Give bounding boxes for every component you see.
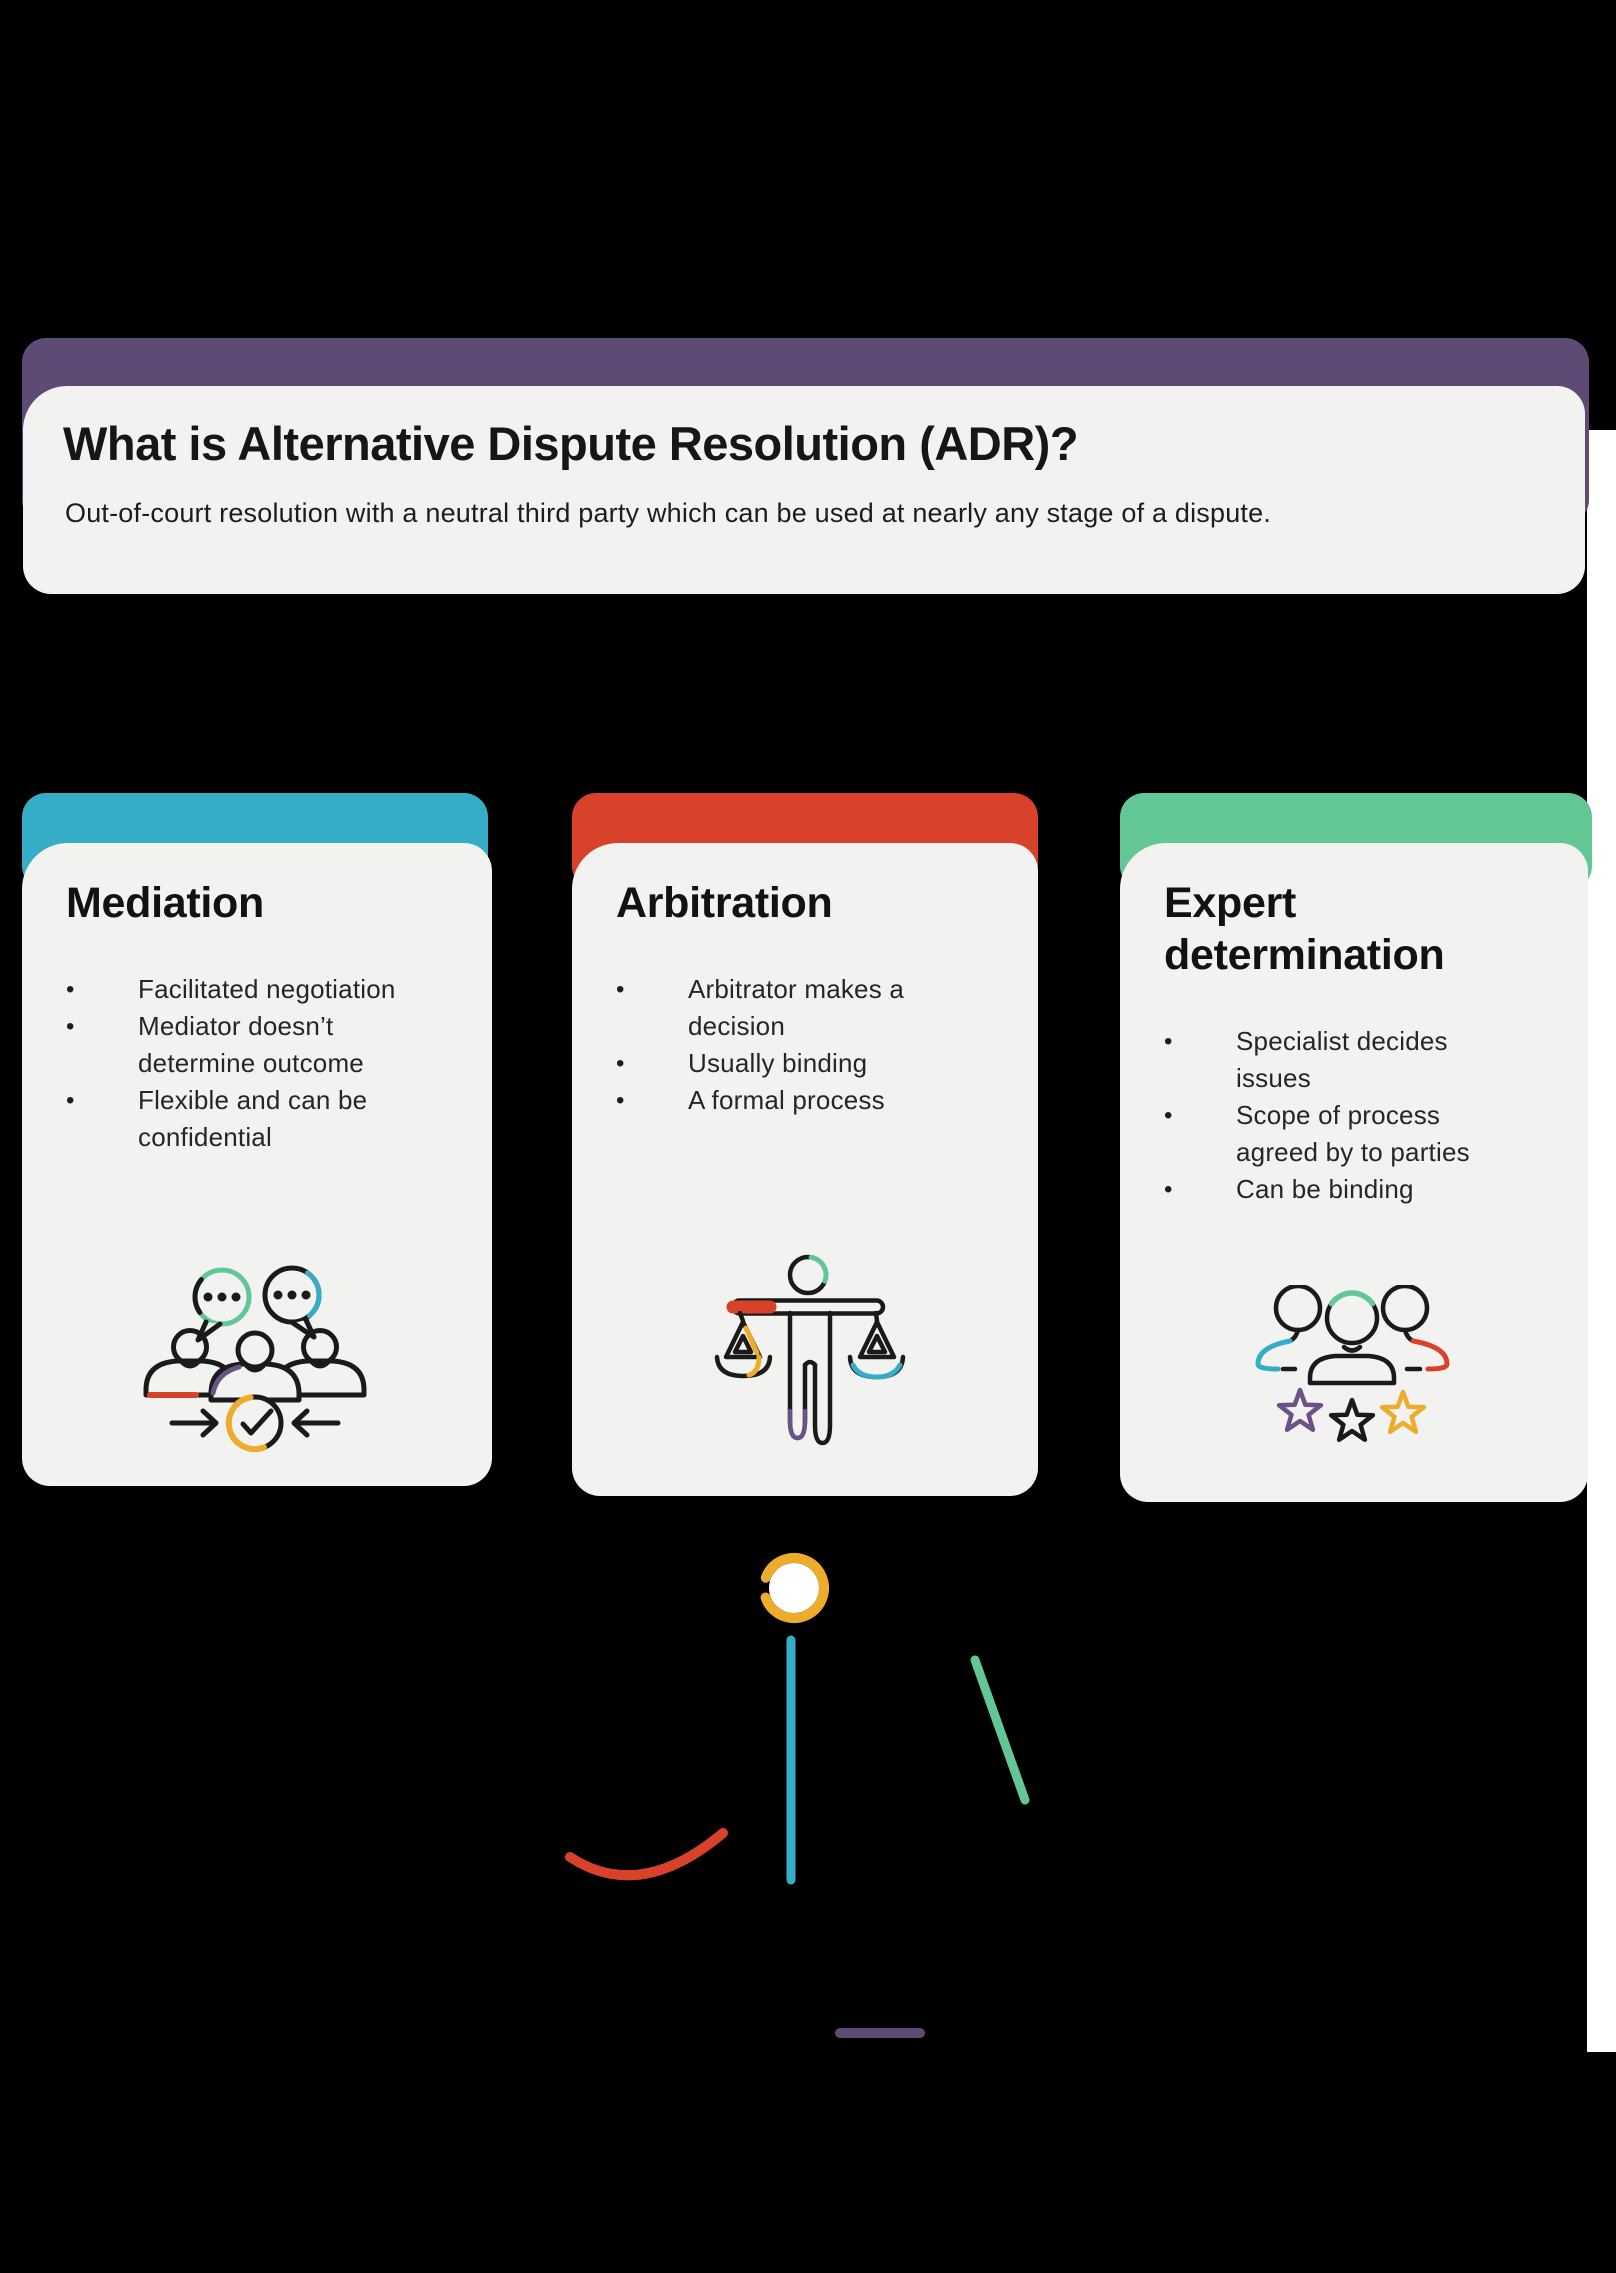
yellow-ring-icon bbox=[759, 1553, 829, 1623]
mediation-bullet-list: •Facilitated negotiation •Mediator doesn… bbox=[66, 971, 472, 1156]
ring-center-dot bbox=[769, 1563, 819, 1613]
expert-bullet-list: •Specialist decides issues •Scope of pro… bbox=[1164, 1023, 1568, 1208]
list-item: •Scope of process agreed by to parties bbox=[1164, 1097, 1568, 1171]
page-subtitle: Out-of-court resolution with a neutral t… bbox=[65, 498, 1272, 528]
list-item: •Facilitated negotiation bbox=[66, 971, 472, 1008]
abstract-scales-line-art bbox=[540, 1545, 1060, 2070]
expert-title: Expert determination bbox=[1164, 879, 1445, 979]
arbitration-bullet-list: •Arbitrator makes a decision •Usually bi… bbox=[616, 971, 1018, 1119]
bullet-icon: • bbox=[616, 1050, 625, 1077]
expert-determination-card: Expert determination •Specialist decides… bbox=[1120, 793, 1592, 1502]
bullet-icon: • bbox=[66, 1013, 75, 1040]
list-item: •Can be binding bbox=[1164, 1171, 1568, 1208]
bullet-icon: • bbox=[66, 976, 75, 1003]
mediation-card: Mediation •Facilitated negotiation •Medi… bbox=[22, 793, 492, 1502]
list-item: •Flexible and can be confidential bbox=[66, 1082, 472, 1156]
artboard-edge-strip bbox=[1587, 430, 1616, 2052]
arbitration-figure-scales-icon bbox=[660, 1245, 950, 1460]
header-card: What is Alternative Dispute Resolution (… bbox=[23, 386, 1585, 594]
bullet-icon: • bbox=[66, 1087, 75, 1114]
bullet-icon: • bbox=[1164, 1028, 1173, 1055]
list-item: •Arbitrator makes a decision bbox=[616, 971, 1018, 1045]
list-item: •A formal process bbox=[616, 1082, 1018, 1119]
list-item: •Mediator doesn’t determine outcome bbox=[66, 1008, 472, 1082]
bullet-icon: • bbox=[1164, 1102, 1173, 1129]
bullet-icon: • bbox=[616, 976, 625, 1003]
list-item: •Usually binding bbox=[616, 1045, 1018, 1082]
red-arc bbox=[565, 1828, 728, 1881]
mediation-people-discussion-icon bbox=[110, 1240, 400, 1485]
list-item: •Specialist decides issues bbox=[1164, 1023, 1568, 1097]
page-title: What is Alternative Dispute Resolution (… bbox=[63, 417, 1079, 470]
bullet-icon: • bbox=[1164, 1176, 1173, 1203]
expert-card-body: Expert determination •Specialist decides… bbox=[1120, 843, 1588, 1502]
green-line bbox=[970, 1655, 1030, 1805]
bullet-icon: • bbox=[616, 1087, 625, 1114]
arbitration-title: Arbitration bbox=[616, 879, 833, 927]
arbitration-card: Arbitration •Arbitrator makes a decision… bbox=[572, 793, 1038, 1502]
expert-group-stars-icon bbox=[1250, 1283, 1460, 1480]
mediation-card-body: Mediation •Facilitated negotiation •Medi… bbox=[22, 843, 492, 1486]
mediation-title: Mediation bbox=[66, 879, 264, 927]
arbitration-card-body: Arbitration •Arbitrator makes a decision… bbox=[572, 843, 1038, 1496]
